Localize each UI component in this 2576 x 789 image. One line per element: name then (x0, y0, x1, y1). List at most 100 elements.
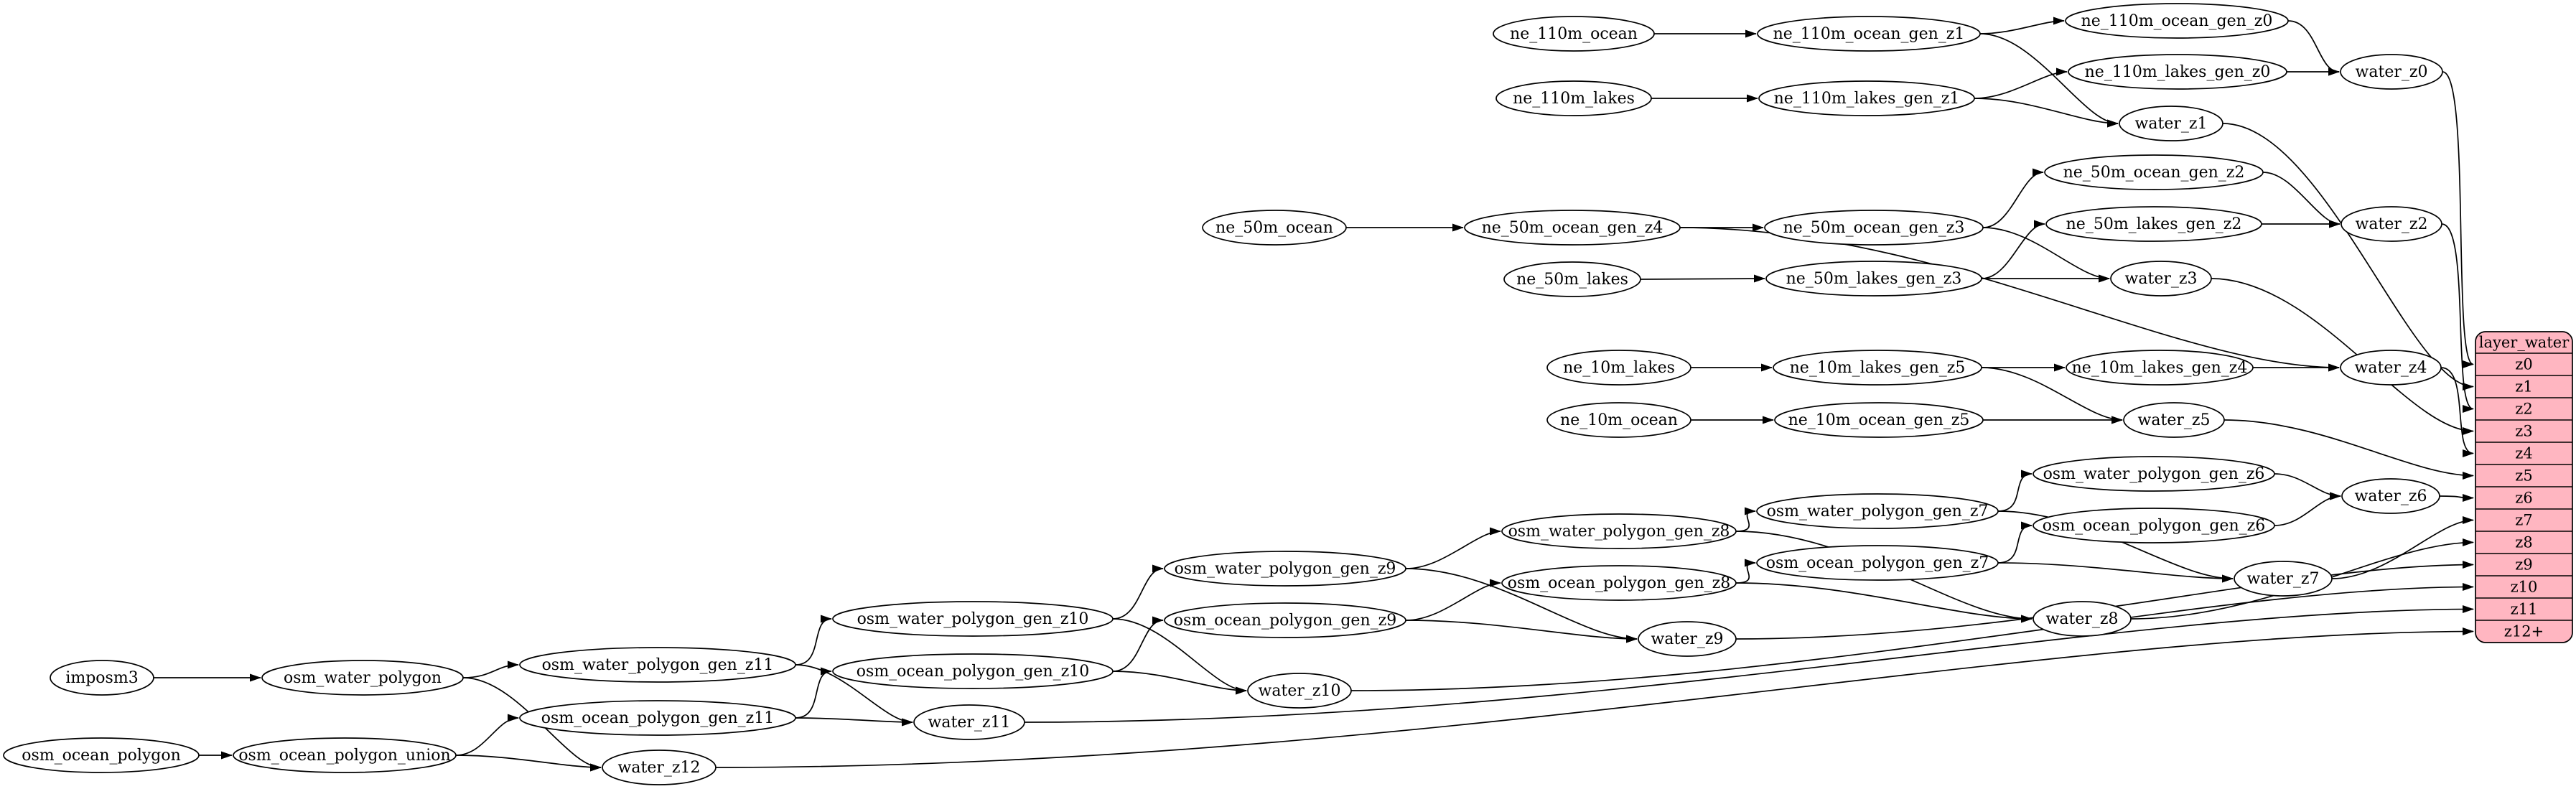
node-ne_110m_lakes_gen_z1: ne_110m_lakes_gen_z1 (1758, 80, 1975, 116)
node-ne_10m_lakes_gen_z5: ne_10m_lakes_gen_z5 (1773, 350, 1982, 386)
node-label-water_z10: water_z10 (1259, 682, 1341, 700)
edge-osm_water_polygon_gen_z10-to-osm_water_polygon_gen_z9 (1112, 564, 1164, 620)
node-label-osm_ocean_polygon_gen_z9: osm_ocean_polygon_gen_z9 (1174, 612, 1396, 630)
edge-water_z3-to-layer_water-z3 (2211, 278, 2474, 435)
edge-ne_110m_ocean_gen_z0-to-water_z0 (2287, 20, 2340, 76)
node-label-ne_10m_lakes_gen_z4: ne_10m_lakes_gen_z4 (2072, 359, 2248, 377)
record-row-z2: z2 (2515, 401, 2532, 418)
node-label-imposm3: imposm3 (65, 669, 138, 687)
node-ne_50m_lakes: ne_50m_lakes (1503, 261, 1641, 297)
node-ne_50m_ocean_gen_z4: ne_50m_ocean_gen_z4 (1464, 210, 1681, 246)
edge-ne_50m_ocean_gen_z2-to-water_z2 (2262, 172, 2341, 228)
edge-ne_50m_ocean_gen_z3-to-ne_50m_ocean_gen_z2 (1982, 168, 2044, 228)
node-osm_water_polygon_gen_z10: osm_water_polygon_gen_z10 (832, 601, 1114, 637)
edge-water_z1-to-layer_water-z1 (2222, 123, 2474, 391)
node-label-ne_10m_lakes_gen_z5: ne_10m_lakes_gen_z5 (1790, 359, 1966, 377)
edge-osm_ocean_polygon_gen_z11-to-water_z11 (795, 717, 913, 727)
record-row-z11: z11 (2511, 601, 2538, 618)
node-ne_110m_ocean_gen_z1: ne_110m_ocean_gen_z1 (1757, 16, 1981, 52)
node-label-osm_water_polygon_gen_z6: osm_water_polygon_gen_z6 (2043, 465, 2265, 483)
node-osm_water_polygon_gen_z6: osm_water_polygon_gen_z6 (2033, 456, 2275, 492)
edge-ne_110m_lakes_gen_z1-to-water_z1 (1974, 98, 2119, 128)
edge-osm_ocean_polygon_gen_z10-to-osm_ocean_polygon_gen_z9 (1112, 616, 1164, 672)
node-water_z8: water_z8 (2033, 601, 2132, 637)
node-osm_ocean_polygon_gen_z10: osm_ocean_polygon_gen_z10 (832, 653, 1114, 689)
record-row-z1: z1 (2515, 378, 2532, 396)
record-row-z9: z9 (2515, 556, 2532, 574)
node-ne_110m_ocean: ne_110m_ocean (1493, 16, 1655, 52)
node-label-ne_50m_lakes_gen_z3: ne_50m_lakes_gen_z3 (1786, 270, 1962, 288)
edge-osm_ocean_polygon_gen_z6-to-water_z6 (2274, 492, 2341, 526)
node-water_z10: water_z10 (1247, 673, 1352, 709)
node-label-water_z5: water_z5 (2138, 411, 2211, 429)
node-osm_water_polygon_gen_z7: osm_water_polygon_gen_z7 (1756, 493, 1999, 529)
node-osm_ocean_polygon_union: osm_ocean_polygon_union (233, 737, 457, 773)
node-label-osm_ocean_polygon_gen_z7: osm_ocean_polygon_gen_z7 (1766, 554, 1989, 572)
node-label-osm_water_polygon: osm_water_polygon (284, 669, 442, 687)
edge-osm_water_polygon-to-osm_water_polygon_gen_z11 (462, 660, 519, 678)
node-water_z11: water_z11 (913, 704, 1025, 740)
edge-water_z4-to-layer_water-z4 (2440, 367, 2474, 457)
node-water_z4: water_z4 (2340, 350, 2442, 386)
record-row-z6: z6 (2515, 490, 2532, 507)
node-osm_ocean_polygon_gen_z8: osm_ocean_polygon_gen_z8 (1501, 565, 1737, 601)
node-label-osm_water_polygon_gen_z10: osm_water_polygon_gen_z10 (857, 610, 1089, 628)
node-label-ne_50m_ocean_gen_z3: ne_50m_ocean_gen_z3 (1783, 219, 1965, 237)
record-row-z10: z10 (2511, 579, 2538, 596)
edge-ne_50m_ocean_gen_z3-to-water_z3 (1982, 227, 2110, 283)
edge-osm_water_polygon_gen_z7-to-osm_water_polygon_gen_z6 (1997, 470, 2033, 512)
node-label-ne_110m_ocean: ne_110m_ocean (1510, 25, 1638, 43)
edge-water_z2-to-layer_water-z2 (2441, 223, 2474, 413)
node-osm_ocean_polygon_gen_z9: osm_ocean_polygon_gen_z9 (1164, 602, 1406, 638)
node-ne_50m_ocean_gen_z2: ne_50m_ocean_gen_z2 (2044, 154, 2264, 190)
node-label-osm_ocean_polygon_gen_z10: osm_ocean_polygon_gen_z10 (857, 663, 1089, 681)
edge-osm_ocean_polygon_gen_z8-to-water_z8 (1735, 582, 2033, 623)
node-label-water_z2: water_z2 (2356, 215, 2428, 233)
node-osm_water_polygon: osm_water_polygon (261, 660, 464, 696)
edge-water_z5-to-layer_water-z5 (2223, 419, 2474, 480)
node-label-ne_110m_lakes: ne_110m_lakes (1513, 90, 1635, 108)
node-ne_10m_ocean: ne_10m_ocean (1546, 402, 1691, 438)
node-label-osm_water_polygon_gen_z11: osm_water_polygon_gen_z11 (542, 656, 774, 674)
node-label-ne_50m_ocean_gen_z2: ne_50m_ocean_gen_z2 (2063, 164, 2245, 182)
node-label-ne_50m_ocean: ne_50m_ocean (1215, 219, 1333, 237)
node-label-ne_110m_ocean_gen_z1: ne_110m_ocean_gen_z1 (1773, 25, 1965, 43)
edge-ne_50m_lakes_gen_z3-to-ne_50m_lakes_gen_z2 (1981, 220, 2045, 279)
node-label-water_z12: water_z12 (618, 759, 701, 777)
node-label-ne_10m_ocean_gen_z5: ne_10m_ocean_gen_z5 (1788, 411, 1970, 429)
edge-osm_water_polygon_gen_z9-to-water_z9 (1405, 568, 1638, 643)
edge-osm_ocean_polygon_gen_z11-to-osm_ocean_polygon_gen_z10 (795, 667, 832, 719)
record-row-z8: z8 (2515, 534, 2532, 551)
node-label-osm_water_polygon_gen_z8: osm_water_polygon_gen_z8 (1508, 523, 1730, 541)
edge-ne_110m_ocean_gen_z1-to-water_z1 (1979, 33, 2119, 128)
edge-osm_ocean_polygon_union-to-water_z12 (455, 755, 602, 772)
node-water_z3: water_z3 (2110, 261, 2212, 297)
node-label-osm_ocean_polygon_gen_z8: osm_ocean_polygon_gen_z8 (1508, 574, 1730, 592)
node-label-water_z0: water_z0 (2356, 63, 2428, 81)
record-row-z5: z5 (2515, 467, 2532, 485)
node-label-ne_50m_lakes: ne_50m_lakes (1516, 271, 1628, 289)
edge-osm_water_polygon_gen_z9-to-osm_water_polygon_gen_z8 (1405, 527, 1501, 569)
node-label-osm_water_polygon_gen_z7: osm_water_polygon_gen_z7 (1767, 503, 1989, 520)
node-ne_50m_lakes_gen_z2: ne_50m_lakes_gen_z2 (2045, 206, 2262, 242)
record-title: layer_water (2479, 334, 2570, 351)
edge-osm_ocean_polygon_gen_z9-to-osm_ocean_polygon_gen_z8 (1405, 579, 1501, 621)
edge-ne_110m_ocean_gen_z1-to-ne_110m_ocean_gen_z0 (1979, 17, 2065, 34)
node-label-water_z6: water_z6 (2355, 487, 2427, 505)
node-label-osm_water_polygon_gen_z9: osm_water_polygon_gen_z9 (1175, 560, 1396, 578)
edge-water_z12-to-layer_water-z12 (715, 627, 2474, 768)
node-ne_10m_lakes: ne_10m_lakes (1546, 350, 1691, 386)
edge-ne_10m_lakes_gen_z5-to-water_z5 (1981, 367, 2123, 424)
node-ne_110m_lakes: ne_110m_lakes (1495, 80, 1652, 116)
record-row-z12: z12+ (2504, 623, 2544, 640)
node-ne_10m_ocean_gen_z5: ne_10m_ocean_gen_z5 (1774, 402, 1984, 438)
node-label-osm_ocean_polygon_gen_z6: osm_ocean_polygon_gen_z6 (2043, 517, 2265, 535)
node-imposm3: imposm3 (50, 660, 154, 696)
node-water_z6: water_z6 (2341, 478, 2440, 514)
node-label-ne_110m_lakes_gen_z1: ne_110m_lakes_gen_z1 (1774, 90, 1960, 108)
edge-ne_110m_lakes_gen_z1-to-ne_110m_lakes_gen_z0 (1974, 67, 2068, 99)
edge-water_z7-to-layer_water-z7 (2331, 516, 2474, 579)
node-label-water_z11: water_z11 (928, 714, 1011, 732)
node-label-water_z7: water_z7 (2247, 570, 2320, 588)
